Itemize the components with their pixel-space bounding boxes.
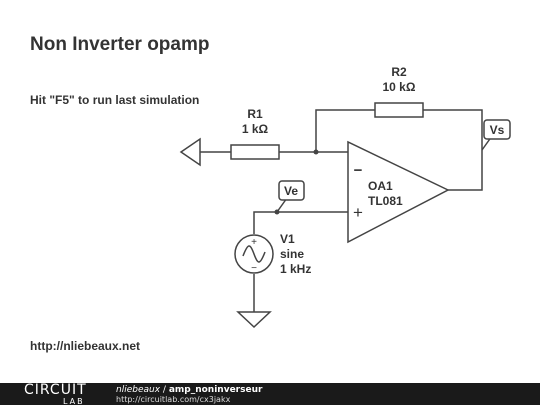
v1-frequency: 1 kHz xyxy=(280,262,311,276)
ground-icon xyxy=(236,311,272,329)
v1-name: V1 xyxy=(280,232,295,246)
v1-plus-sign: + xyxy=(251,237,257,248)
resistor-r2[interactable] xyxy=(374,102,424,118)
author-url: http://nliebeaux.net xyxy=(30,339,141,353)
probe-vs[interactable]: Vs xyxy=(481,119,511,151)
r1-name: R1 xyxy=(247,107,263,121)
r2-name: R2 xyxy=(391,65,407,79)
opamp-plus-sign: + xyxy=(353,203,363,222)
path-separator: / xyxy=(160,385,169,395)
opamp-oa1[interactable] xyxy=(347,140,450,244)
logo-bottom-text: LAB xyxy=(63,397,85,406)
junction-node xyxy=(313,149,319,155)
footer-author-line: nliebeaux / amp_noninverseur xyxy=(116,385,262,395)
author-name[interactable]: nliebeaux xyxy=(116,385,161,395)
wires xyxy=(200,109,483,312)
circuitlab-logo[interactable]: CIRCUIT LAB xyxy=(24,382,87,408)
v1-type: sine xyxy=(280,247,304,261)
resistor-r1[interactable] xyxy=(230,144,280,160)
probe-vs-label: Vs xyxy=(490,123,505,137)
r2-value: 10 kΩ xyxy=(383,80,416,94)
circuit-schematic: R1 1 kΩ R2 10 kΩ − + OA1 TL081 + − V1 si… xyxy=(179,65,511,329)
project-name[interactable]: amp_noninverseur xyxy=(168,385,263,395)
v1-minus-sign: − xyxy=(251,263,257,274)
logo-top-text: CIRCUIT xyxy=(24,382,87,398)
page-title: Non Inverter opamp xyxy=(30,34,210,55)
project-link[interactable]: http://circuitlab.com/cx3jakx xyxy=(116,395,231,404)
r1-value: 1 kΩ xyxy=(242,122,269,136)
sine-icon xyxy=(242,245,266,263)
opamp-model: TL081 xyxy=(368,194,403,208)
probe-ve-label: Ve xyxy=(284,184,298,198)
hint-text: Hit "F5" to run last simulation xyxy=(30,93,200,107)
opamp-minus-sign: − xyxy=(354,162,363,179)
opamp-name: OA1 xyxy=(368,179,393,193)
input-port xyxy=(179,137,201,167)
probe-ve[interactable]: Ve xyxy=(276,180,305,213)
footer-bar: CIRCUIT LAB nliebeaux / amp_noninverseur… xyxy=(0,382,540,408)
